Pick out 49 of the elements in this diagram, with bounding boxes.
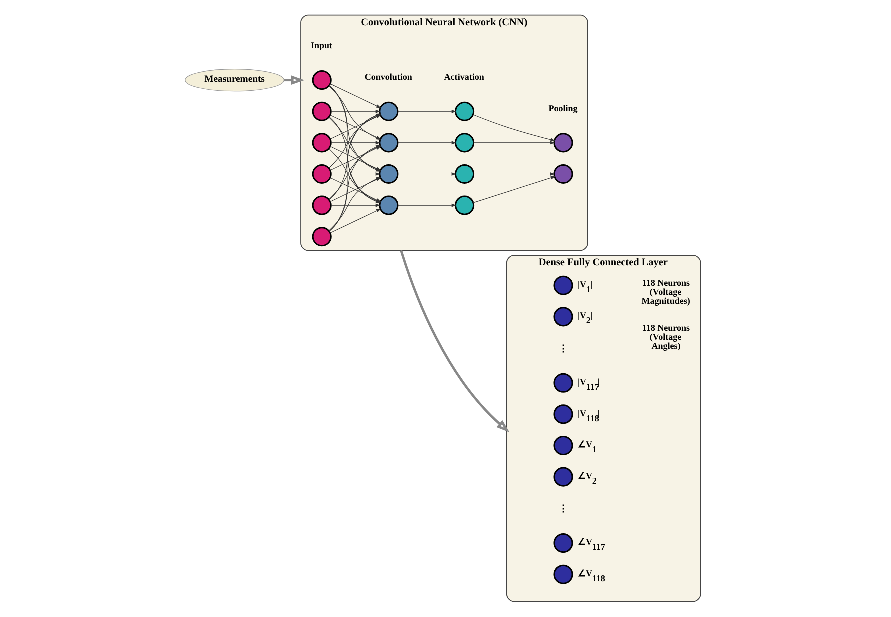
node-circle [312, 227, 332, 247]
node-circle [455, 164, 475, 184]
node-circle [554, 404, 574, 424]
arrow [472, 114, 556, 142]
node-circle [312, 70, 332, 90]
node-circle [554, 133, 574, 153]
arrow [330, 208, 382, 234]
arrow [398, 204, 457, 208]
node-circle [554, 467, 574, 487]
label: Activation [444, 72, 484, 82]
node-circle [554, 436, 574, 456]
node-circle [554, 307, 574, 327]
node-circle [554, 534, 574, 554]
node-circle [379, 164, 399, 184]
node-circle [312, 164, 332, 184]
arrow [474, 141, 556, 145]
label: Convolution [364, 72, 412, 82]
node-circle [312, 133, 332, 153]
arrow [284, 76, 305, 85]
label: ⋮ [559, 344, 568, 354]
node-circle [554, 164, 574, 184]
label: ⋮ [559, 504, 568, 514]
label: Input [310, 40, 333, 51]
node-circle [379, 196, 399, 216]
node-circle [554, 373, 574, 393]
node-ellipse: Measurements [185, 69, 284, 92]
node-circle [379, 102, 399, 122]
label: Pooling [548, 103, 578, 114]
node-circle [554, 564, 574, 584]
arrow [398, 110, 457, 114]
arrow [330, 172, 381, 176]
arrow [330, 204, 381, 208]
arrow [400, 250, 510, 432]
label: 118 Neurons (Voltage Magnitudes) [642, 278, 690, 306]
node-circle [554, 276, 574, 296]
node-circle [312, 102, 332, 122]
node-circle [455, 133, 475, 153]
node-circle [312, 196, 332, 216]
arrow [474, 172, 556, 176]
label: 118 Neurons (Voltage Angles) [642, 323, 690, 352]
node-circle [455, 102, 475, 122]
node-circle [455, 196, 475, 216]
arrow [398, 141, 457, 145]
arrow [398, 172, 457, 176]
arrow [330, 110, 381, 114]
node-circle [379, 133, 399, 153]
arrow [473, 176, 556, 204]
arrow [330, 84, 382, 108]
arrow [330, 141, 381, 145]
